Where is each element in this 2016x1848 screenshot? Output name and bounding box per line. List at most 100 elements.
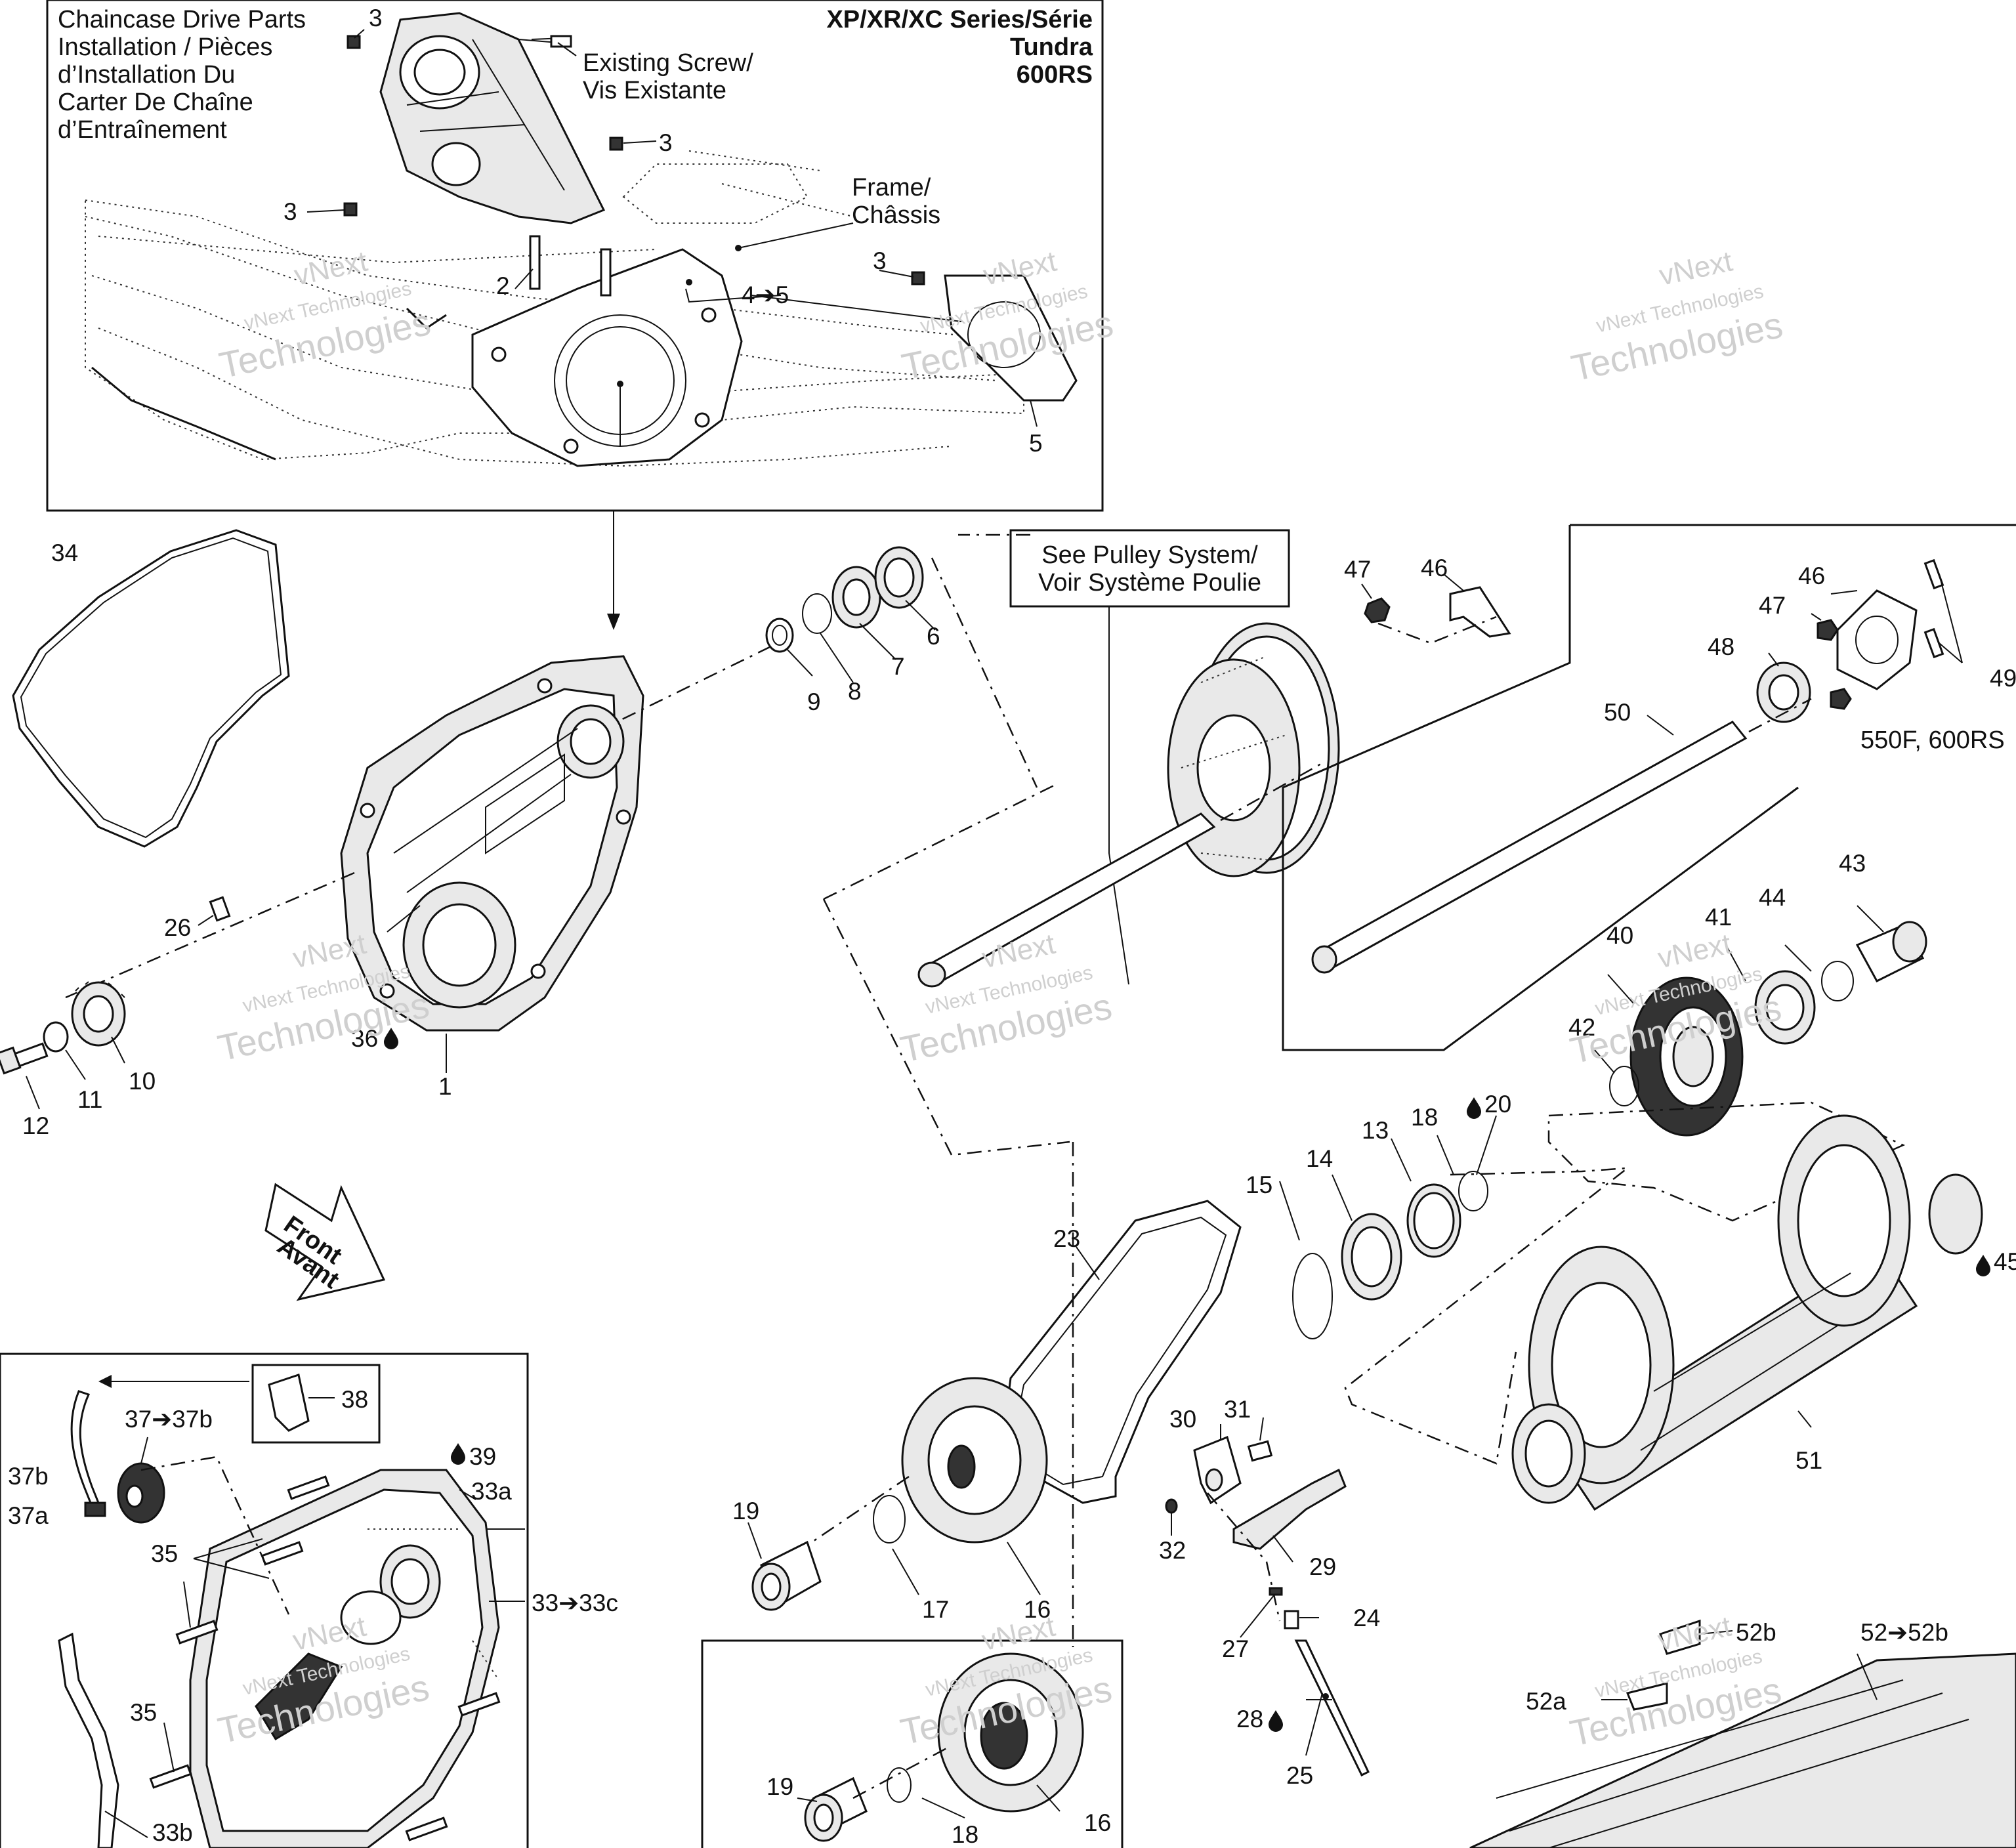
hose-clip-part-33b — [58, 1632, 148, 1848]
callout-14: 14 — [1306, 1145, 1333, 1172]
front-direction-arrow — [264, 1183, 386, 1301]
callout-52-to-52b: 52➔52b — [1860, 1619, 1948, 1646]
callout-9: 9 — [807, 688, 821, 715]
callout-33a: 33a — [471, 1478, 512, 1505]
chaincase-housing-part-1 — [340, 655, 644, 1032]
callout-47-b: 47 — [1759, 592, 1786, 619]
callout-20: 20 — [1484, 1091, 1511, 1118]
callout-24: 24 — [1353, 1605, 1380, 1631]
upper-gear-part-16 — [787, 1377, 1048, 1560]
svg-text:vNext: vNext — [1655, 928, 1734, 975]
inset-middle-dash — [852, 1744, 952, 1799]
nuts-and-screws-top — [343, 35, 925, 297]
callout-19-b: 19 — [766, 1773, 793, 1800]
callout-35-b: 35 — [130, 1699, 157, 1726]
callout-18-b: 18 — [952, 1821, 978, 1848]
watermark-5: vNext vNext Technologies Technologies — [897, 928, 1116, 1070]
bolt-part-12 — [0, 1042, 49, 1075]
svg-text:vNext: vNext — [291, 245, 370, 291]
chaincase-seal-34-inner — [20, 537, 282, 839]
callout-4-to-5: 4➔5 — [742, 282, 789, 308]
model-line-3: 600RS — [1017, 61, 1093, 89]
callout-38: 38 — [341, 1386, 368, 1413]
leaders-gear-group — [747, 1522, 1041, 1595]
callout-16-a: 16 — [1024, 1596, 1051, 1623]
circlip-part-44 — [1821, 961, 1854, 1001]
callout-52b: 52b — [1736, 1619, 1776, 1646]
vent-hose-part-37b — [70, 1390, 106, 1517]
inset-left-dotted — [368, 1528, 499, 1681]
breather-cap-part-37 — [117, 1462, 165, 1524]
upper-drive-shaft — [917, 760, 1326, 988]
leaders-inset-middle — [797, 1784, 1060, 1818]
inset-box-part-38 — [251, 1364, 381, 1444]
callout-10: 10 — [129, 1068, 156, 1095]
inset-box-chaincase-cover — [0, 1353, 529, 1848]
callout-18-a: 18 — [1411, 1104, 1438, 1131]
callout-8: 8 — [848, 678, 862, 705]
header-title-line-1: Chaincase Drive Parts — [58, 6, 306, 33]
bearing-stack-upper — [765, 546, 936, 683]
needle-bearing-part-19 — [751, 1540, 822, 1611]
callout-48: 48 — [1708, 633, 1734, 660]
callout-39: 39 — [469, 1443, 496, 1470]
sleeve-part-43 — [1855, 921, 1927, 982]
leaders-sprocket-group — [1594, 905, 1884, 1074]
oil-drop-icon-39 — [451, 1443, 465, 1465]
track-part-52 — [1469, 1619, 2016, 1848]
existing-screw-line-1: Existing Screw/ — [583, 49, 753, 77]
callout-41: 41 — [1705, 904, 1732, 931]
circlip-part-17 — [873, 1495, 906, 1544]
callout-30: 30 — [1169, 1406, 1196, 1433]
nut-47-and-bracket-46 — [1361, 574, 1511, 644]
callout-37-to-37b: 37➔37b — [125, 1406, 213, 1433]
header-title-line-5: d’Entraînement — [58, 116, 227, 144]
callout-2: 2 — [496, 272, 510, 299]
callout-7: 7 — [891, 653, 905, 680]
models-550-label: 550F, 600RS — [1860, 726, 2005, 754]
driven-pulley — [1167, 622, 1340, 877]
existing-screw-line-2: Vis Existante — [583, 77, 726, 104]
callout-19-a: 19 — [732, 1498, 759, 1524]
callout-1: 1 — [438, 1073, 452, 1100]
lower-sprocket-10 — [71, 981, 126, 1047]
callout-50: 50 — [1604, 699, 1631, 726]
svg-text:vNext: vNext — [290, 928, 369, 975]
pulley-note-line-2: Voir Système Poulie — [1038, 569, 1261, 597]
callout-3-d: 3 — [873, 247, 887, 274]
model-line-2: Tundra — [1010, 33, 1093, 61]
chain-tensioner-group — [1165, 1417, 1370, 1777]
inset-box-installation — [46, 0, 1104, 512]
callout-6: 6 — [927, 623, 940, 650]
callout-36: 36 — [351, 1025, 378, 1052]
main-drive-axle-part-51 — [1511, 1114, 1983, 1511]
oil-drop-icon-45 — [1976, 1255, 1990, 1276]
callout-46-a: 46 — [1421, 555, 1448, 581]
callout-31: 31 — [1224, 1396, 1251, 1423]
callout-43: 43 — [1839, 850, 1866, 877]
callout-13: 13 — [1362, 1117, 1389, 1144]
bracket-part-5 — [944, 274, 1078, 402]
header-title-line-4: Carter De Chaîne — [58, 89, 253, 116]
header-title-line-3: d’Installation Du — [58, 61, 235, 89]
alt-gear-part-16 — [937, 1652, 1084, 1813]
callout-34: 34 — [51, 539, 78, 566]
alt-bearing-part-19 — [804, 1776, 868, 1842]
pulley-pointer-line — [1108, 607, 1129, 985]
hose-arrow-head — [98, 1375, 112, 1388]
washer-part-11 — [43, 1021, 69, 1053]
callout-47-a: 47 — [1344, 556, 1371, 583]
callout-26: 26 — [164, 914, 191, 941]
callout-15: 15 — [1246, 1171, 1272, 1198]
callout-49: 49 — [1990, 665, 2016, 692]
callout-44: 44 — [1759, 884, 1786, 911]
axis-line-lower-shaft — [65, 872, 355, 999]
callout-12: 12 — [22, 1112, 49, 1139]
svg-text:vNext: vNext — [979, 1610, 1058, 1657]
svg-text:vNext: vNext — [1655, 1610, 1734, 1657]
leaders-left-middle — [26, 1034, 447, 1110]
svg-text:vNext: vNext — [1656, 245, 1735, 291]
right-shaft-frame — [1282, 525, 1799, 1051]
right-bearing-housing — [1756, 558, 1963, 723]
